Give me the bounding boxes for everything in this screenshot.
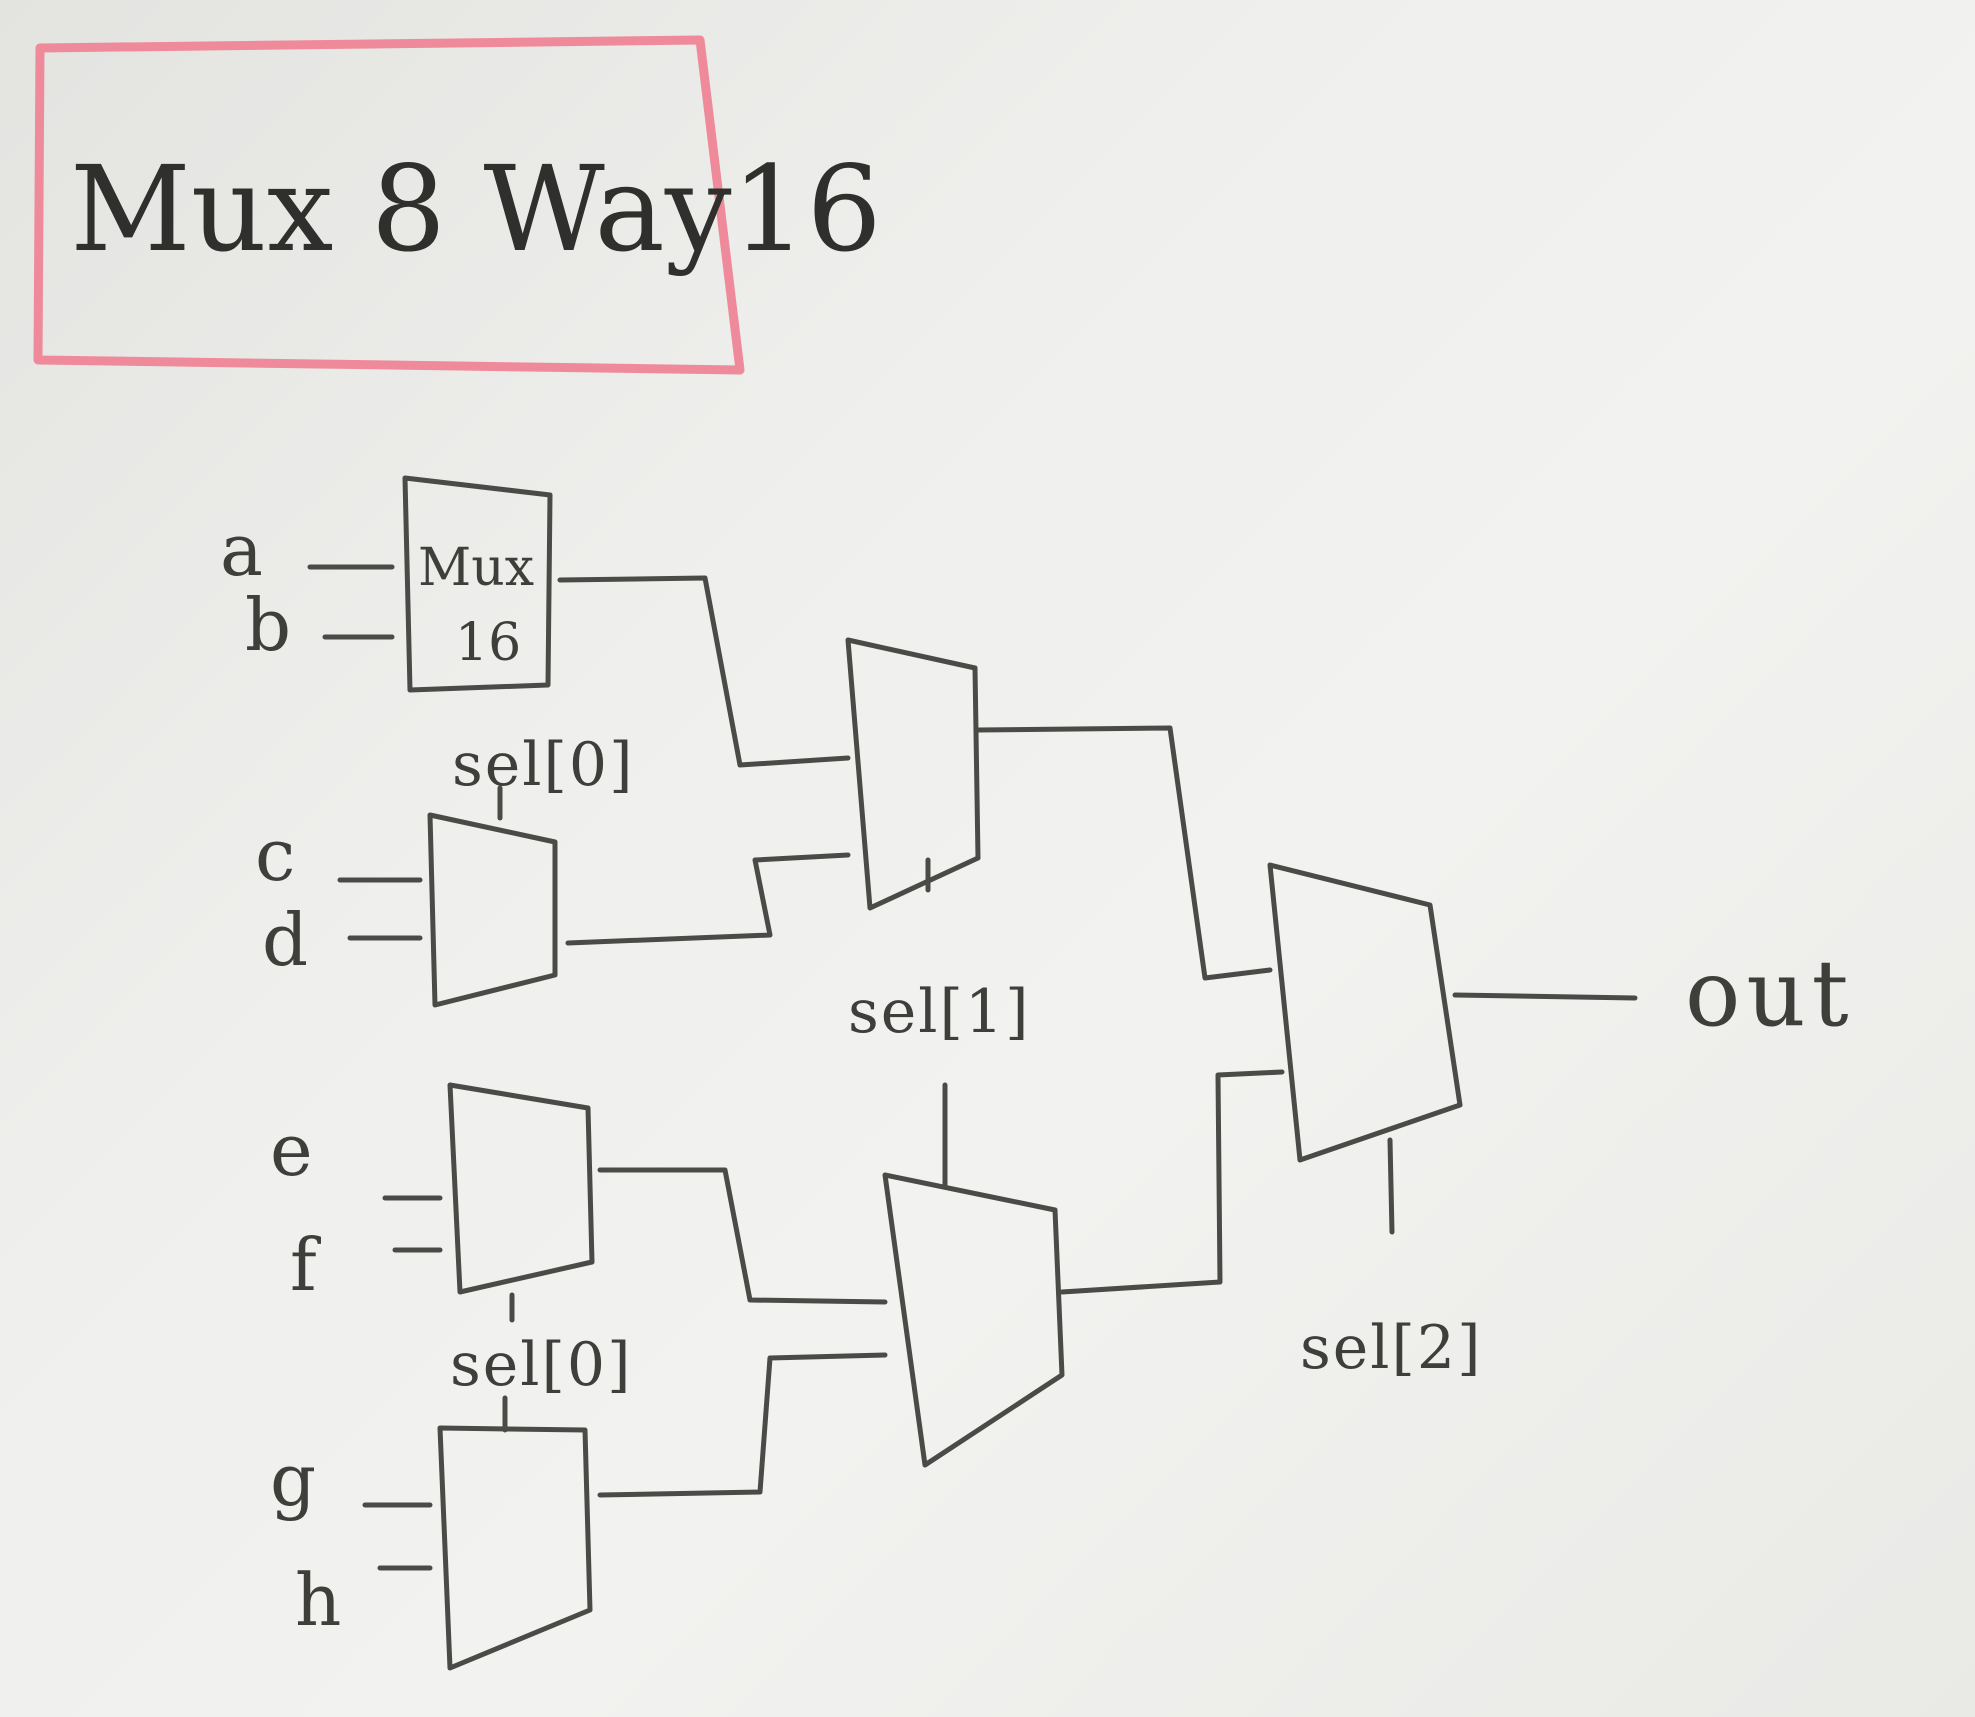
input-label-e: e <box>270 1108 313 1192</box>
input-label-b: b <box>245 583 291 667</box>
sel0-top-label: sel[0] <box>452 730 634 800</box>
title-box: Mux 8 Way16 <box>33 35 882 375</box>
sel0-bottom-label: sel[0] <box>450 1330 632 1400</box>
input-label-h: h <box>295 1558 341 1642</box>
sel2-label: sel[2] <box>1300 1313 1482 1383</box>
input-wires <box>307 564 443 1571</box>
input-label-c: c <box>255 813 295 897</box>
select-wires <box>497 785 1395 1433</box>
input-label-a: a <box>220 508 263 592</box>
mux-ab-label-name: Mux <box>418 538 534 598</box>
mux-gh <box>437 1425 593 1671</box>
select-labels: sel[0] sel[0] sel[1] sel[2] <box>450 730 1482 1400</box>
mux-stage2-top <box>845 637 981 911</box>
input-label-d: d <box>262 898 308 982</box>
mux-stage2-bottom <box>882 1172 1065 1468</box>
mux-cd <box>427 812 558 1008</box>
sel1-label: sel[1] <box>848 977 1030 1047</box>
title-text: Mux 8 Way16 <box>70 140 882 278</box>
input-label-g: g <box>270 1438 316 1522</box>
mux-ab: Mux 16 <box>402 475 553 693</box>
mux-ef <box>447 1082 595 1295</box>
mux-stage3 <box>1267 862 1463 1163</box>
mux-ab-label-width: 16 <box>455 613 521 673</box>
input-labels: a b c d e f g h <box>220 508 341 1642</box>
output-label: out <box>1685 940 1855 1047</box>
interconnect-wires <box>557 575 1638 1498</box>
input-label-f: f <box>290 1223 321 1307</box>
